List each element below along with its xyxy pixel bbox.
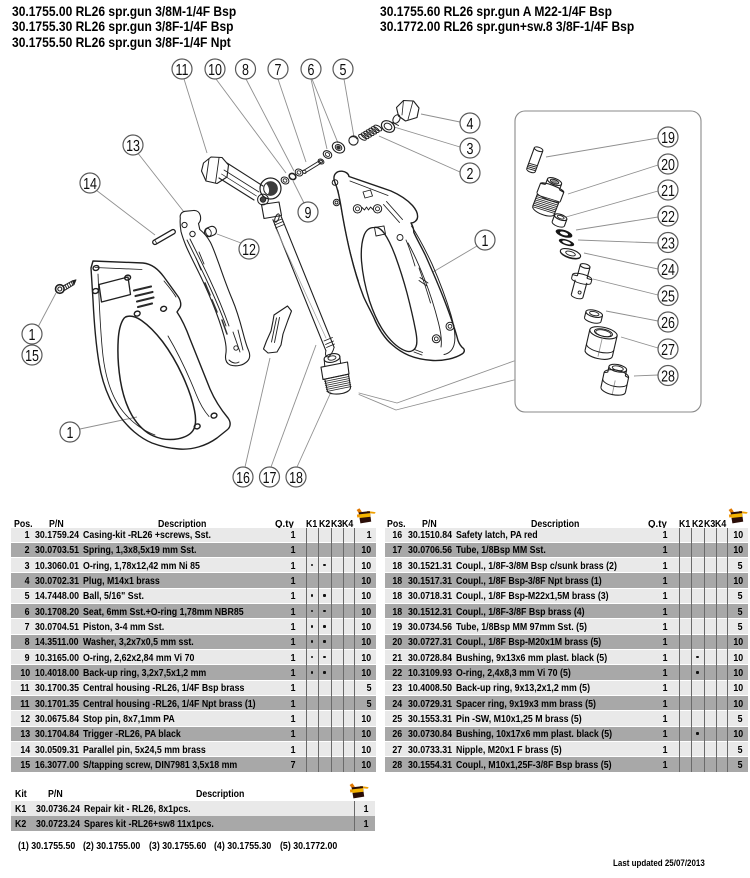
svg-text:8: 8 bbox=[242, 62, 249, 79]
svg-text:3: 3 bbox=[467, 141, 474, 158]
svg-text:17: 17 bbox=[263, 470, 277, 487]
svg-text:26: 26 bbox=[661, 315, 675, 332]
svg-text:25: 25 bbox=[661, 288, 675, 305]
svg-text:4: 4 bbox=[467, 116, 474, 133]
svg-text:23: 23 bbox=[661, 235, 675, 252]
svg-text:15: 15 bbox=[25, 348, 39, 365]
svg-text:1: 1 bbox=[29, 327, 36, 344]
svg-text:12: 12 bbox=[242, 242, 256, 259]
svg-text:9: 9 bbox=[305, 205, 312, 222]
svg-text:6: 6 bbox=[308, 62, 315, 79]
svg-text:5: 5 bbox=[340, 62, 347, 79]
svg-text:10: 10 bbox=[208, 62, 222, 79]
svg-text:13: 13 bbox=[126, 138, 140, 155]
svg-text:24: 24 bbox=[661, 262, 675, 279]
svg-text:2: 2 bbox=[467, 166, 474, 183]
svg-text:22: 22 bbox=[661, 209, 675, 226]
svg-text:27: 27 bbox=[661, 342, 675, 359]
svg-text:19: 19 bbox=[661, 130, 675, 147]
svg-text:18: 18 bbox=[289, 470, 303, 487]
svg-text:14: 14 bbox=[83, 176, 97, 193]
svg-text:16: 16 bbox=[236, 470, 250, 487]
svg-text:1: 1 bbox=[482, 233, 489, 250]
svg-text:20: 20 bbox=[661, 157, 675, 174]
svg-text:28: 28 bbox=[661, 368, 675, 385]
svg-text:7: 7 bbox=[275, 62, 282, 79]
svg-text:11: 11 bbox=[176, 62, 189, 79]
svg-text:1: 1 bbox=[67, 425, 74, 442]
svg-text:21: 21 bbox=[661, 183, 675, 200]
